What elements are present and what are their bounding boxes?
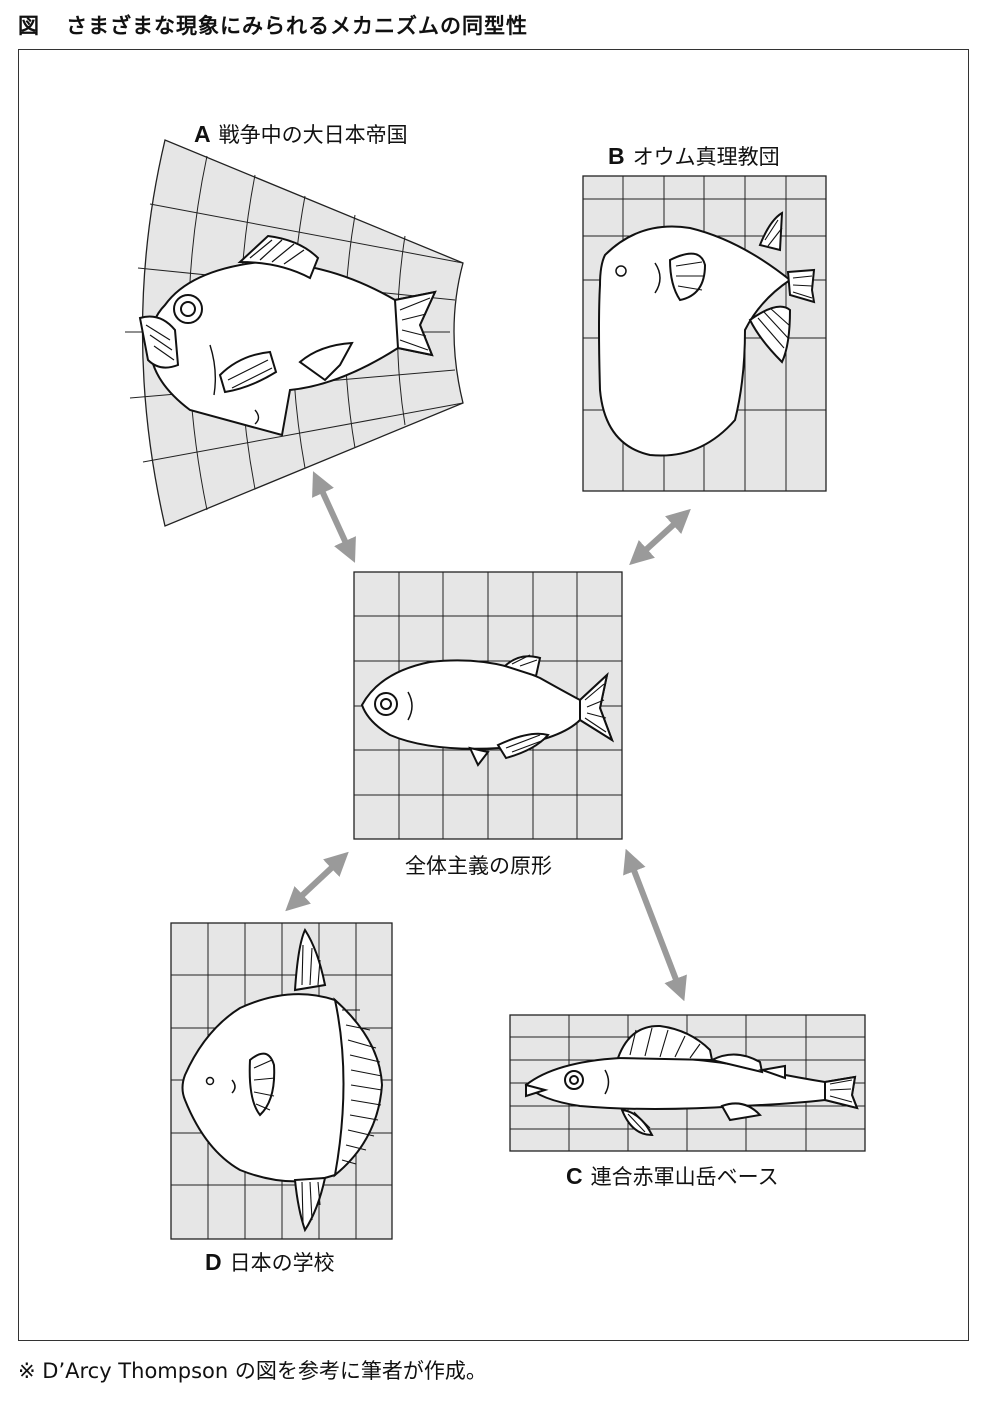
- panel-d-label: D 日本の学校: [205, 1247, 335, 1277]
- panel-a-letter: A: [194, 121, 211, 147]
- panel-b-label: B オウム真理教団: [608, 141, 780, 171]
- figure-caption: さまざまな現象にみられるメカニズムの同型性: [66, 14, 528, 38]
- source-note: ※ D’Arcy Thompson の図を参考に筆者が作成。: [18, 1359, 487, 1383]
- panel-c-label: C 連合赤軍山岳ベース: [566, 1161, 779, 1191]
- center-text: 全体主義の原形: [405, 854, 552, 878]
- center-fish: [360, 654, 614, 767]
- panel-a-label: A 戦争中の大日本帝国: [194, 119, 408, 149]
- panel-b-text: オウム真理教団: [632, 145, 780, 169]
- figure-frame: [18, 49, 969, 1341]
- arrow-center-a: [312, 471, 356, 563]
- center-label: 全体主義の原形: [405, 850, 552, 880]
- panel-d-letter: D: [205, 1249, 222, 1275]
- arrow-center-d: [285, 851, 349, 912]
- arrows: [285, 471, 691, 1002]
- panel-a-text: 戦争中の大日本帝国: [218, 123, 408, 147]
- panel-c-fish: [524, 1024, 859, 1137]
- panel-c-letter: C: [566, 1163, 583, 1189]
- arrow-center-c: [623, 848, 687, 1002]
- panel-b-fish: [598, 211, 816, 457]
- panel-a-fish: [138, 234, 437, 437]
- panel-d-text: 日本の学校: [229, 1251, 335, 1275]
- panel-b-letter: B: [608, 143, 625, 169]
- panel-d-fish: [181, 927, 384, 1233]
- figure-title: 図 さまざまな現象にみられるメカニズムの同型性: [18, 10, 528, 40]
- arrow-center-b: [629, 508, 691, 566]
- figure-number: 図: [18, 14, 40, 38]
- panel-c-text: 連合赤軍山岳ベース: [590, 1165, 779, 1189]
